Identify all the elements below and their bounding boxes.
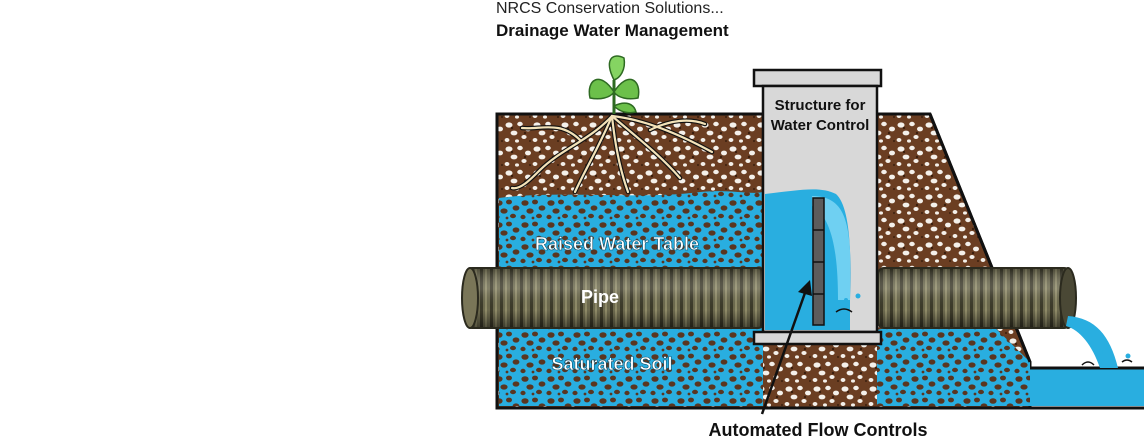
pipe [461, 267, 1077, 329]
raised-water-table-label: Raised Water Table [535, 234, 699, 254]
ditch-water [1030, 366, 1144, 410]
roots-icon [509, 113, 715, 195]
structure-label-line2: Water Control [771, 117, 870, 134]
stoplog-stack [812, 197, 825, 326]
water-control-structure [752, 68, 883, 346]
diagram-subtitle: NRCS Conservation Solutions... [496, 0, 724, 17]
pipe-label: Pipe [581, 287, 619, 307]
saturated-soil-label: Saturated Soil [551, 354, 672, 374]
flow-controls-arrow [760, 280, 812, 415]
flow-controls-label: Automated Flow Controls [709, 420, 928, 439]
seedling-icon [588, 55, 640, 114]
structure-label-line1: Structure for [775, 97, 866, 114]
saturated-zone-right [877, 315, 1030, 406]
outflow-stream [1066, 316, 1133, 368]
diagram-title: Drainage Water Management [496, 21, 729, 40]
